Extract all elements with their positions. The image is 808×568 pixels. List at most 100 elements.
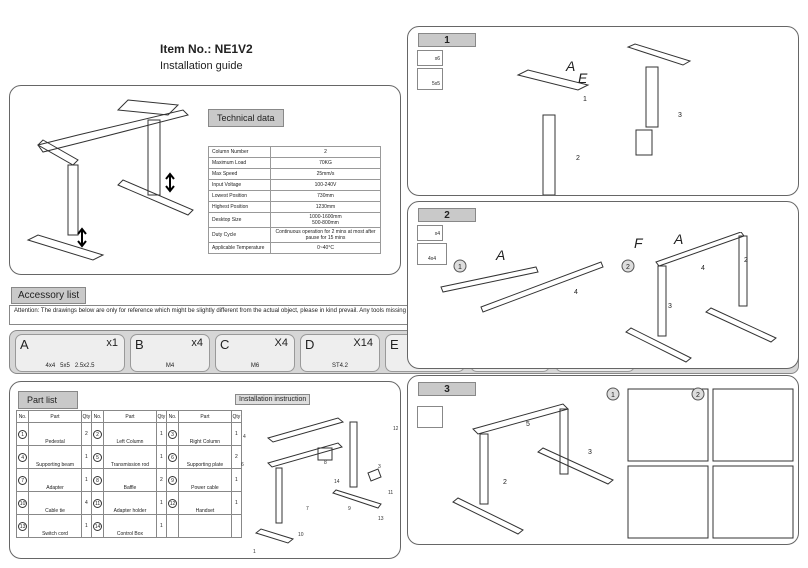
- step3-label: 3: [418, 382, 476, 396]
- desk-frame-drawing: [26, 99, 194, 261]
- part-qty: 1: [155, 445, 167, 469]
- tech-key: Desktop Size: [208, 212, 271, 228]
- step2-wrench-box: 4x4: [417, 243, 447, 265]
- label-A: A: [565, 58, 575, 74]
- part-number: 7: [15, 468, 30, 492]
- part-number-circle: 13: [18, 521, 28, 531]
- part-number: 9: [165, 468, 180, 492]
- part-qty: 1: [80, 445, 92, 469]
- tech-key: Duty Cycle: [208, 227, 271, 243]
- accessory-size: M4: [165, 363, 175, 369]
- tech-key: Applicable Temperature: [208, 242, 271, 254]
- tech-key: Column Number: [208, 146, 271, 158]
- part-number: 11: [90, 491, 105, 515]
- accessory-size: 4x4 5x5 2.5x2.5: [45, 363, 95, 369]
- part-number: 13: [15, 514, 30, 538]
- svg-text:1: 1: [583, 96, 587, 103]
- part-number-circle: 14: [93, 521, 103, 531]
- svg-text:3: 3: [678, 112, 682, 119]
- part-name: Transmission rod: [103, 445, 157, 469]
- part-qty: 1: [80, 514, 92, 538]
- step1-drawing: A E 1 2 3: [516, 43, 692, 195]
- part-qty: 2: [155, 468, 167, 492]
- label-E: E: [578, 70, 588, 86]
- svg-text:7: 7: [306, 506, 309, 512]
- accessory-letter: D: [305, 337, 315, 352]
- part-col-header: No.: [165, 410, 180, 423]
- part-name: Left Column: [103, 422, 157, 446]
- part-qty: 1: [80, 468, 92, 492]
- accessory-letter: C: [220, 337, 230, 352]
- tech-key: Lowest Position: [208, 190, 271, 202]
- svg-text:4: 4: [574, 289, 578, 296]
- svg-text:1: 1: [253, 549, 256, 555]
- part-name: Control Box: [103, 514, 157, 538]
- part-col-header: No.: [90, 410, 105, 423]
- part-number-circle: 7: [18, 475, 28, 485]
- part-name: Power cable: [178, 468, 232, 492]
- step3-panel: 3 5 3 2 1 2: [407, 375, 799, 545]
- step2-drawing: 1 2 A F A 4 4 2 3: [440, 232, 777, 363]
- svg-text:F: F: [634, 235, 644, 251]
- part-number-circle: 5: [93, 452, 103, 462]
- step3-drawing: 5 3 2 1 2: [452, 387, 794, 539]
- svg-text:1: 1: [611, 392, 615, 399]
- part-name: Right Column: [178, 422, 232, 446]
- svg-text:2: 2: [744, 257, 748, 264]
- part-qty: 4: [80, 491, 92, 515]
- part-number-circle: 1: [18, 429, 28, 439]
- tech-key: Input Voltage: [208, 179, 271, 191]
- tech-value: 100-240V: [270, 179, 381, 191]
- part-name: Cable tie: [28, 491, 82, 515]
- part-number: [165, 514, 180, 538]
- tech-value: Continuous operation for 2 mins at most …: [270, 227, 381, 243]
- tech-value: 1000-1600mm 500-800mm: [270, 212, 381, 228]
- svg-text:3: 3: [668, 303, 672, 310]
- svg-text:1: 1: [458, 264, 462, 271]
- part-number: 12: [165, 491, 180, 515]
- svg-text:3: 3: [378, 464, 381, 470]
- step1-panel: 1 x6 5x5 A E 1 2 3: [407, 26, 799, 196]
- part-number: 14: [90, 514, 105, 538]
- tech-key: Max Speed: [208, 168, 271, 180]
- svg-text:2: 2: [696, 392, 700, 399]
- svg-text:2: 2: [576, 155, 580, 162]
- svg-text:A: A: [673, 232, 683, 247]
- tech-key: Maximum Load: [208, 157, 271, 169]
- part-qty: 1: [155, 491, 167, 515]
- part-number: 5: [90, 445, 105, 469]
- part-number: 1: [15, 422, 30, 446]
- tech-value: 0~40°C: [270, 242, 381, 254]
- part-col-header: No.: [15, 410, 30, 423]
- part-number-circle: 9: [168, 475, 178, 485]
- part-number-circle: 12: [168, 498, 178, 508]
- accessory-qty: X4: [274, 337, 288, 349]
- accessory-letter: E: [390, 337, 399, 352]
- accessory-qty: x4: [191, 337, 203, 349]
- accessory-letter: B: [135, 337, 144, 352]
- svg-text:2: 2: [626, 264, 630, 271]
- part-name: Adapter: [28, 468, 82, 492]
- part-name: Adapter holder: [103, 491, 157, 515]
- step2-bolt-box: x4: [417, 225, 443, 241]
- tech-value: 25mm/s: [270, 168, 381, 180]
- part-number-circle: 2: [93, 429, 103, 439]
- svg-text:12: 12: [393, 426, 398, 432]
- part-col-header: Part: [103, 410, 157, 423]
